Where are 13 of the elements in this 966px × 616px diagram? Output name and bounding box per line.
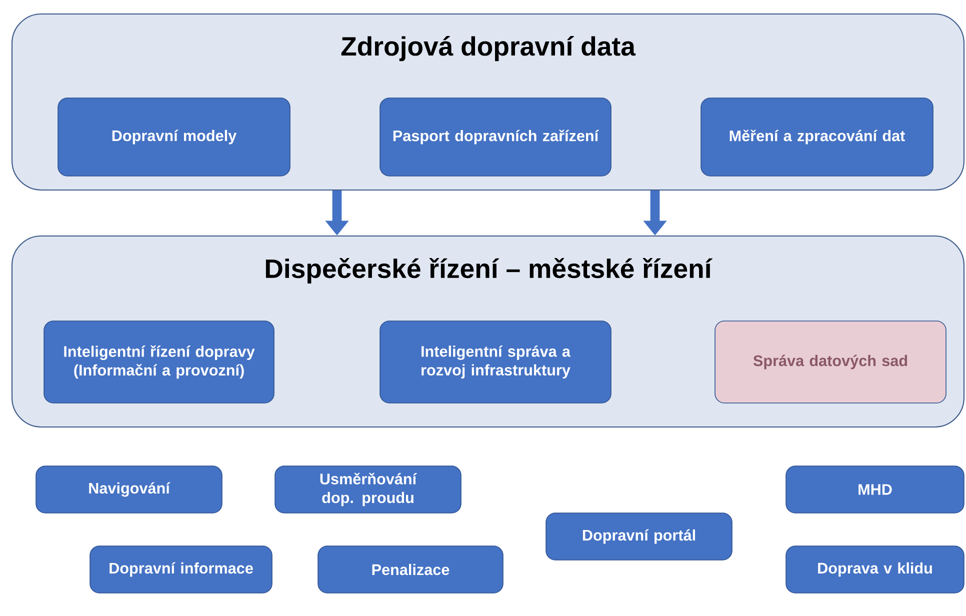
process-box: Navigování (36, 466, 222, 514)
process-box: Inteligentní řízení dopravy (Informační a provozní) (44, 320, 274, 404)
process-box: Správa datových sad (714, 320, 946, 404)
process-box: Usměrňování dop. proudu (274, 466, 462, 514)
process-box: Penalizace (318, 546, 504, 594)
process-box: Dopravní portál (546, 512, 732, 560)
process-box: Inteligentní správa a rozvoj infrastruktury (380, 320, 612, 404)
process-box: Měření a zpracování dat (700, 98, 934, 176)
process-box: Dopravní modely (58, 98, 290, 176)
process-box: MHD (786, 466, 964, 514)
process-box: Pasport dopravních zařízení (380, 98, 612, 176)
process-box: Dopravní informace (90, 546, 272, 594)
process-box: Doprava v klidu (786, 546, 964, 594)
